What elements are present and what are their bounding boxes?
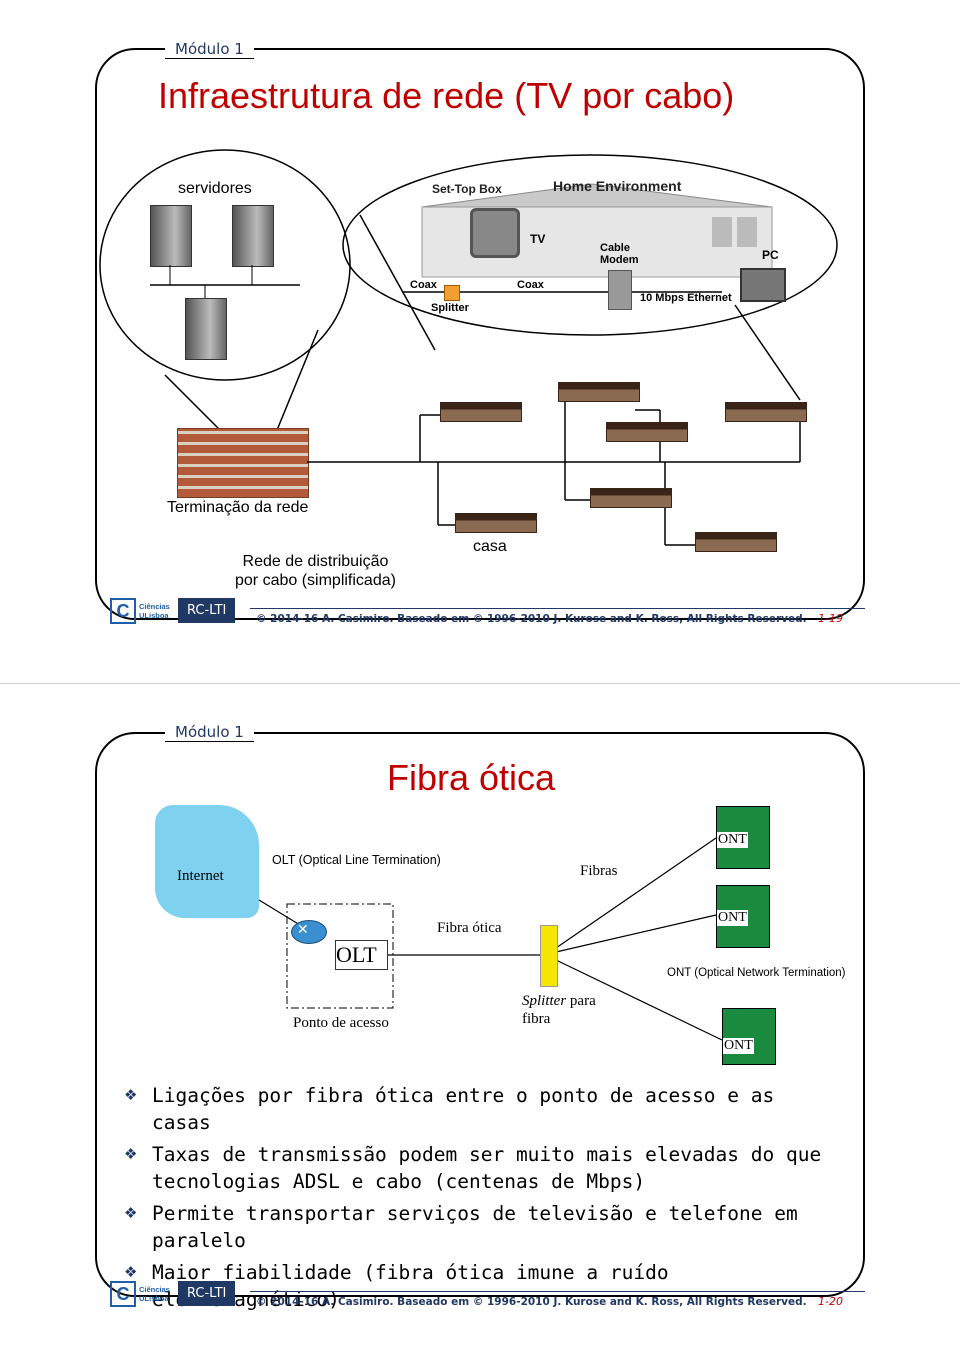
diamond-bullet-icon: ❖ <box>124 1086 138 1104</box>
bullet-item: ❖Taxas de transmissão podem ser muito ma… <box>124 1143 822 1193</box>
server-network-lines <box>150 265 300 298</box>
olt-label: OLT <box>336 942 377 967</box>
olt-description: OLT (Optical Line Termination) <box>272 853 441 867</box>
coax-left-label: Coax <box>410 279 437 291</box>
ethernet-label: 10 Mbps Ethernet <box>640 292 732 304</box>
footer-rule <box>250 608 865 609</box>
house-icon <box>558 382 640 402</box>
distribution-label: Rede de distribuição por cabo (simplific… <box>235 553 396 589</box>
house-icon <box>606 422 688 442</box>
house-icon <box>440 402 522 422</box>
ont-label: ONT <box>717 910 748 926</box>
diamond-bullet-icon: ❖ <box>124 1145 138 1163</box>
internet-label: Internet <box>177 868 224 884</box>
servers-label: servidores <box>178 180 252 197</box>
distribution-network <box>307 394 801 546</box>
diamond-bullet-icon: ❖ <box>124 1204 138 1222</box>
diamond-bullet-icon: ❖ <box>124 1263 138 1281</box>
page-number: 1-20 <box>818 1295 843 1308</box>
course-badge: RC-LTI <box>178 598 236 623</box>
fibra-otica-label: Fibra ótica <box>437 920 502 936</box>
bullet-item: ❖Permite transportar serviços de televis… <box>124 1202 798 1252</box>
course-badge: RC-LTI <box>178 1281 236 1306</box>
router-arrows-icon: ✕ <box>297 921 309 937</box>
internet-cloud <box>155 805 259 918</box>
cable-modem-label: Cable Modem <box>600 242 639 266</box>
server-icon <box>150 205 192 267</box>
olt-box <box>335 940 388 970</box>
footer-copyright: © 2014-16 A. Casimiro. Baseado em © 1996… <box>256 1296 807 1308</box>
module-label: Módulo 1 <box>165 40 254 59</box>
ont-label: ONT <box>723 1038 754 1054</box>
set-top-box-label: Set-Top Box <box>432 182 502 196</box>
ponto-acesso-label: Ponto de acesso <box>293 1015 389 1031</box>
slide-title: Infraestrutura de rede (TV por cabo) <box>158 75 735 116</box>
house-icon <box>455 513 537 533</box>
ont-box <box>722 1008 776 1065</box>
ciencias-logo: C Ciências ULisboa <box>110 1279 170 1309</box>
coax-right-label: Coax <box>517 279 544 291</box>
tv-label: TV <box>530 232 546 246</box>
house-icon <box>725 402 807 422</box>
server-icon <box>185 298 227 360</box>
page-separator <box>0 683 960 684</box>
tv-icon <box>470 208 520 258</box>
cable-modem-icon <box>608 270 632 310</box>
slide-title: Fibra ótica <box>387 757 556 798</box>
headend-building-icon <box>177 428 309 498</box>
bullet-item: ❖Ligações por fibra ótica entre o ponto … <box>124 1084 775 1134</box>
footer-copyright: © 2014-16 A. Casimiro. Baseado em © 1996… <box>256 613 807 625</box>
footer-rule <box>250 1291 865 1292</box>
house-icon <box>695 532 777 552</box>
house-icon <box>590 488 672 508</box>
splitter-icon <box>444 285 460 301</box>
slide-frame <box>95 48 865 620</box>
server-icon <box>232 205 274 267</box>
fibras-label: Fibras <box>580 863 618 879</box>
ciencias-logo: C Ciências ULisboa <box>110 596 170 626</box>
ont-description: ONT (Optical Network Termination) <box>667 967 846 979</box>
splitter-label: Splitter <box>431 302 469 314</box>
router-icon <box>291 920 327 944</box>
page-number: 1-19 <box>818 612 843 625</box>
pc-label: PC <box>762 248 779 262</box>
bullet-list: ❖Ligações por fibra ótica entre o ponto … <box>124 1082 824 1318</box>
pc-icon <box>740 268 786 302</box>
casa-label: casa <box>473 538 507 555</box>
home-environment-label: Home Environment <box>553 178 682 194</box>
ont-label: ONT <box>717 832 748 848</box>
headend-label: Terminação da rede <box>167 499 309 516</box>
module-label: Módulo 1 <box>165 723 254 742</box>
splitter-icon <box>540 925 558 987</box>
slide-frame <box>95 732 865 1297</box>
